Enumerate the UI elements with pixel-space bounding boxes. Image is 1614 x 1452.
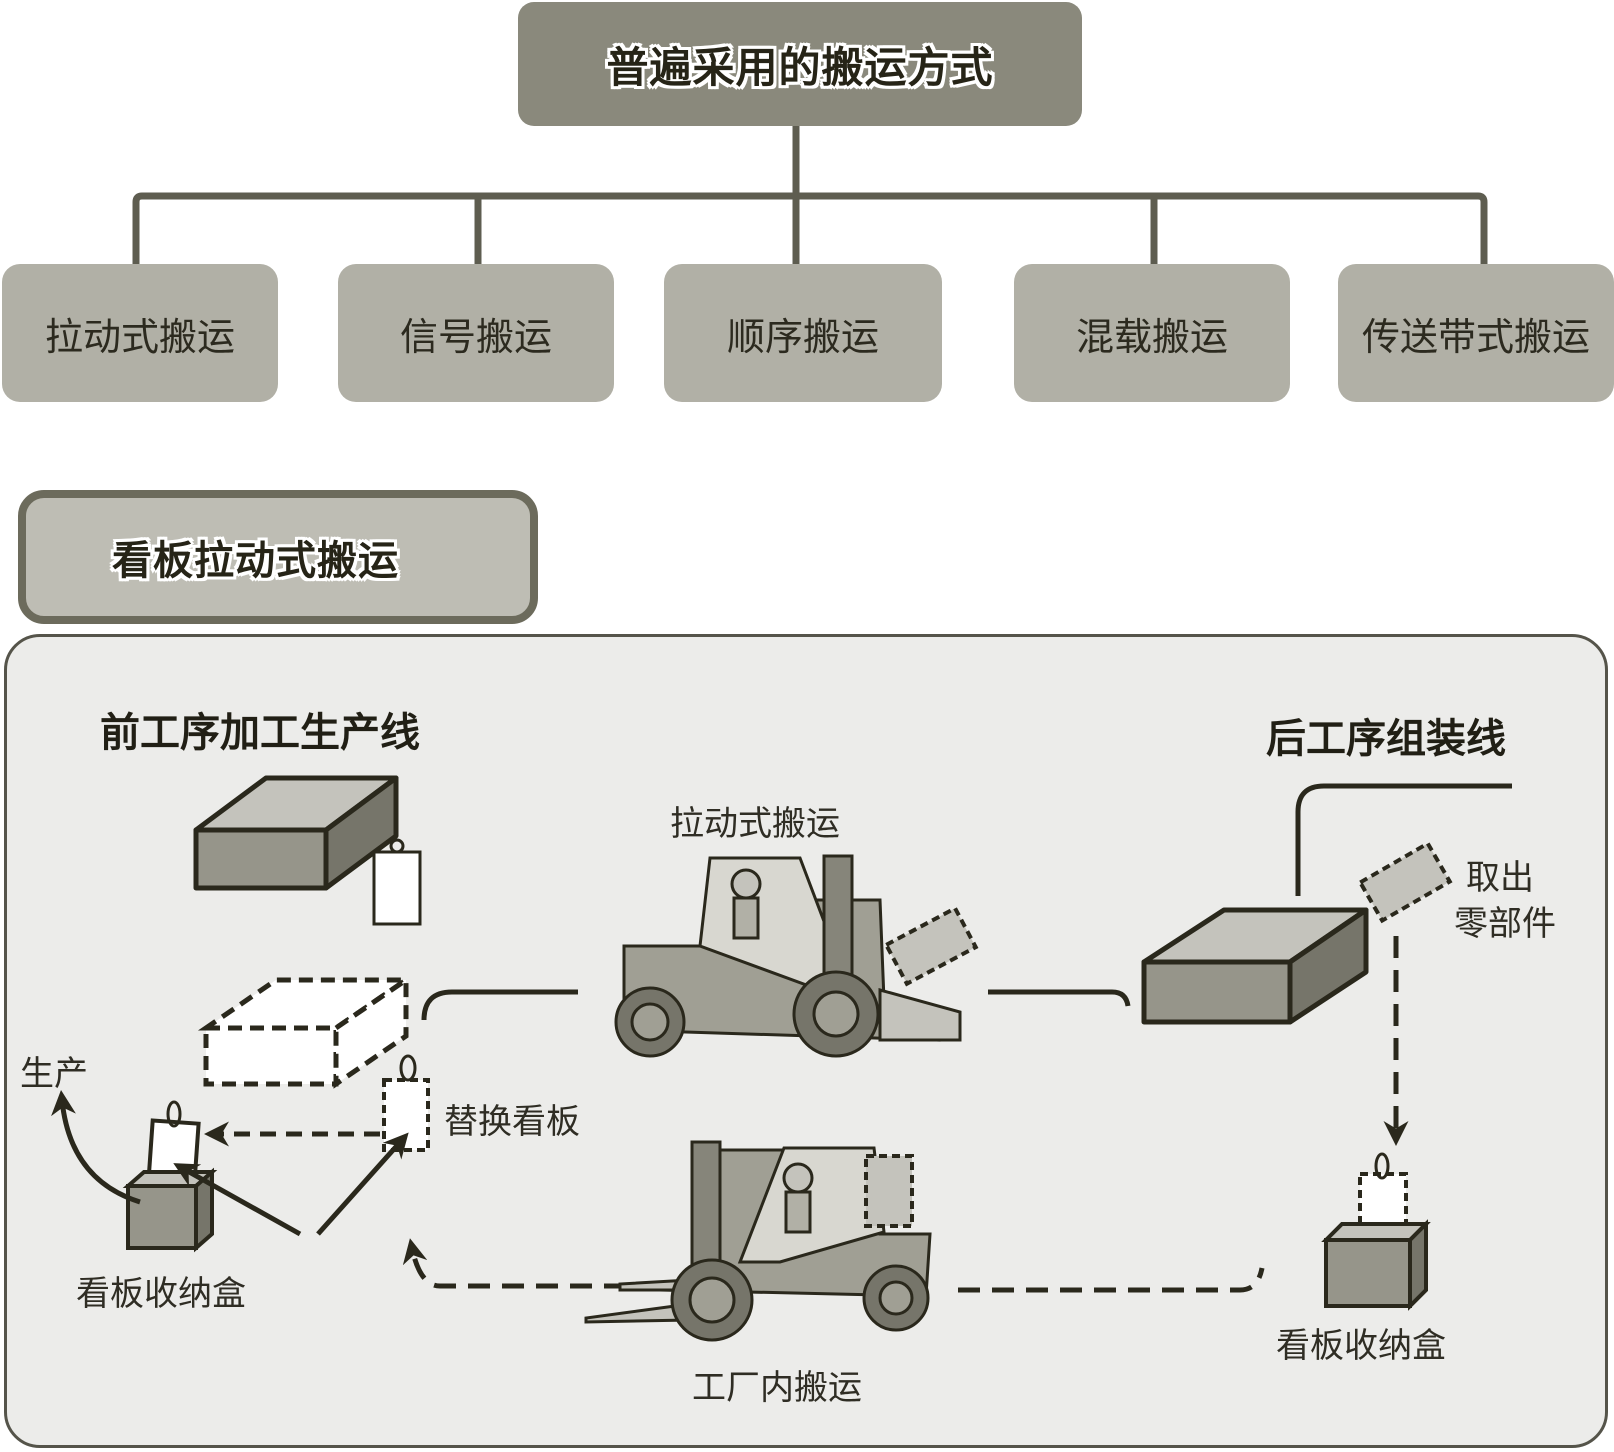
- forklift-in-plant-icon: [584, 1140, 932, 1342]
- take-out-label-line2: 零部件: [1454, 904, 1556, 944]
- method-node-signal: 信号搬运: [338, 264, 614, 402]
- production-arrow: [51, 1090, 141, 1205]
- replacement-kanban-tag-icon: [382, 1078, 430, 1152]
- method-label: 拉动式搬运: [44, 314, 235, 359]
- tag-loop-icon: [166, 1100, 182, 1128]
- section-title: 看板拉动式搬运: [112, 538, 399, 584]
- empty-container-box: [197, 975, 415, 1089]
- finished-goods-box: [193, 775, 399, 891]
- replace-kanban-label: 替换看板: [444, 1102, 580, 1142]
- parts-box-downstream: [1141, 907, 1369, 1025]
- in-plant-flow-left: [402, 1238, 660, 1289]
- kanban-collection-box-left: [122, 1118, 218, 1253]
- method-label: 传送带式搬运: [1361, 314, 1590, 359]
- upstream-line-label: 前工序加工生产线: [100, 710, 420, 756]
- kanban-collection-box-right: [1321, 1172, 1431, 1311]
- method-node-pull: 拉动式搬运: [2, 264, 278, 402]
- return-arrow-to-box: [173, 1163, 302, 1237]
- downstream-line-label: 后工序组装线: [1266, 716, 1506, 762]
- method-label: 顺序搬运: [726, 314, 879, 359]
- pull-flow-right: [988, 989, 1131, 1007]
- pull-flow-left: [421, 989, 578, 1021]
- method-node-mixed: 混载搬运: [1014, 264, 1290, 402]
- section-header: 看板拉动式搬运: [18, 490, 538, 624]
- root-node: 普遍采用的搬运方式: [518, 2, 1082, 126]
- kanban-tag-in-transit-icon: [864, 1154, 914, 1228]
- kanban-tag-on-forklift-icon: [883, 905, 979, 987]
- method-node-conveyor: 传送带式搬运: [1338, 264, 1614, 402]
- pull-transport-label: 拉动式搬运: [670, 804, 840, 844]
- kanban-tag-detached-icon: [1357, 840, 1453, 924]
- branch-bar: [132, 192, 1488, 266]
- assembly-line: [1295, 783, 1512, 896]
- tag-loop-icon: [1374, 1152, 1390, 1180]
- method-label: 信号搬运: [399, 314, 552, 359]
- method-label: 混载搬运: [1075, 314, 1228, 359]
- arrow-to-new-kanban: [316, 1132, 409, 1236]
- in-plant-transport-label: 工厂内搬运: [692, 1368, 862, 1408]
- forklift-pull-icon: [614, 854, 962, 1058]
- production-label: 生产: [20, 1054, 88, 1094]
- in-plant-flow-right: [958, 1267, 1265, 1293]
- root-title: 普遍采用的搬运方式: [606, 42, 994, 92]
- take-out-label-line1: 取出: [1466, 858, 1534, 898]
- kanban-tag-icon: [372, 838, 422, 926]
- method-node-sequence: 顺序搬运: [664, 264, 942, 402]
- tag-loop-icon: [399, 1054, 417, 1082]
- kanban-box-right-label: 看板收纳盒: [1276, 1326, 1446, 1366]
- kanban-box-left-label: 看板收纳盒: [76, 1274, 246, 1314]
